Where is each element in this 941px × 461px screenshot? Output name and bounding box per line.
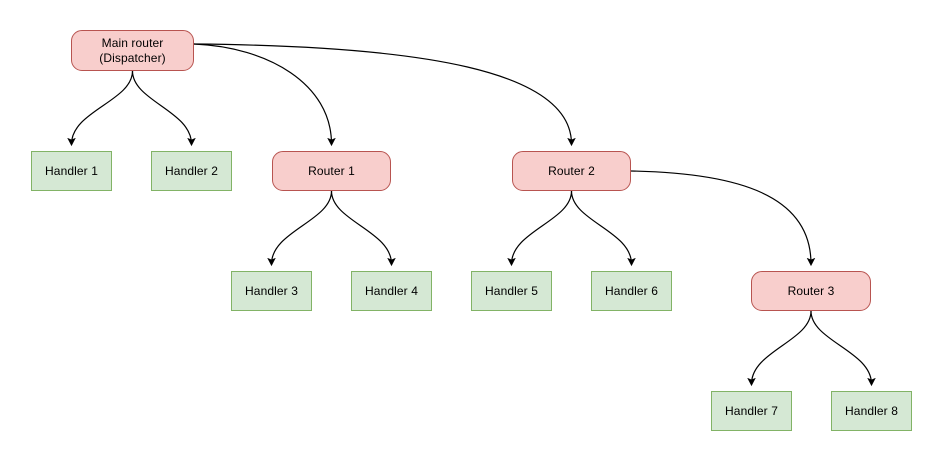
node-label-router-3: Router 3 xyxy=(787,283,835,298)
edge-router-1-to-handler-3 xyxy=(267,190,333,267)
node-handler-5[interactable]: Handler 5 xyxy=(471,271,552,311)
edge-main-to-router-2 xyxy=(193,43,576,147)
edge-router-2-to-router-3 xyxy=(630,170,816,267)
edge-router-3-to-handler-8 xyxy=(810,310,876,387)
node-label-router-2: Router 2 xyxy=(548,163,595,178)
edge-router-2-to-handler-5 xyxy=(507,190,573,267)
node-label-handler-7: Handler 7 xyxy=(725,403,778,418)
node-handler-1[interactable]: Handler 1 xyxy=(31,151,112,191)
node-handler-6[interactable]: Handler 6 xyxy=(591,271,672,311)
edge-main-to-handler-1 xyxy=(67,70,134,147)
edge-main-to-router-1 xyxy=(193,43,336,147)
node-router-2[interactable]: Router 2 xyxy=(512,151,631,191)
edge-main-to-handler-2 xyxy=(131,70,196,147)
node-label-handler-3: Handler 3 xyxy=(245,283,298,298)
node-label-handler-4: Handler 4 xyxy=(365,283,418,298)
node-router-1[interactable]: Router 1 xyxy=(272,151,391,191)
node-label-handler-8: Handler 8 xyxy=(845,403,898,418)
node-handler-8[interactable]: Handler 8 xyxy=(831,391,912,431)
edge-router-2-to-handler-6 xyxy=(570,190,636,267)
node-label-router-1: Router 1 xyxy=(308,163,355,178)
node-main-router[interactable]: Main router (Dispatcher) xyxy=(71,30,194,71)
node-handler-2[interactable]: Handler 2 xyxy=(151,151,232,191)
edge-router-3-to-handler-7 xyxy=(747,310,812,387)
edge-router-1-to-handler-4 xyxy=(330,190,396,267)
node-handler-7[interactable]: Handler 7 xyxy=(711,391,792,431)
node-label-handler-2: Handler 2 xyxy=(165,163,218,178)
node-handler-3[interactable]: Handler 3 xyxy=(231,271,312,311)
node-router-3[interactable]: Router 3 xyxy=(751,271,871,311)
edge-paths xyxy=(67,43,876,387)
node-label-handler-1: Handler 1 xyxy=(45,163,98,178)
node-label-handler-6: Handler 6 xyxy=(605,283,658,298)
node-label-main-router: Main router (Dispatcher) xyxy=(99,35,166,65)
node-label-handler-5: Handler 5 xyxy=(485,283,538,298)
node-handler-4[interactable]: Handler 4 xyxy=(351,271,432,311)
